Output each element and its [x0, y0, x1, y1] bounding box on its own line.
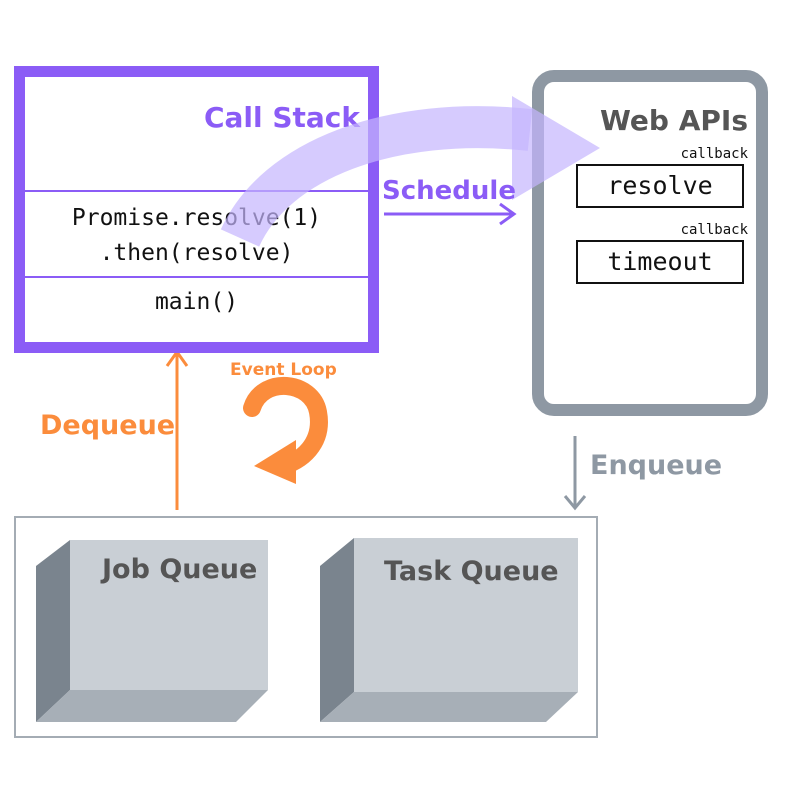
call-stack: Call Stack Promise.resolve(1) .then(reso… [14, 66, 379, 353]
dequeue-label: Dequeue [40, 410, 176, 441]
event-loop-icon [243, 376, 328, 484]
job-queue-box [36, 540, 268, 722]
web-apis-title: Web APIs [600, 104, 748, 137]
stack-frame-line: .then(resolve) [99, 240, 294, 266]
task-queue-box [320, 538, 578, 722]
callback-label: callback [680, 222, 748, 238]
event-loop-label: Event Loop [230, 360, 337, 380]
schedule-arrow [384, 202, 517, 226]
stack-frame-line: Promise.resolve(1) [71, 205, 322, 231]
task-queue-title: Task Queue [384, 556, 559, 587]
enqueue-label: Enqueue [590, 450, 723, 481]
enqueue-arrow [563, 436, 587, 511]
stack-frame-main: main() [154, 289, 239, 315]
callback-timeout: timeout [576, 240, 744, 284]
callback-label: callback [680, 146, 748, 162]
callback-resolve: resolve [576, 164, 744, 208]
call-stack-divider [25, 276, 368, 278]
job-queue-title: Job Queue [102, 554, 258, 585]
web-apis: Web APIs callback resolve callback timeo… [532, 70, 768, 416]
schedule-label: Schedule [382, 176, 516, 206]
call-stack-divider [25, 190, 368, 192]
queues-container: Job Queue Task Queue [14, 516, 598, 738]
call-stack-title: Call Stack [203, 101, 360, 134]
